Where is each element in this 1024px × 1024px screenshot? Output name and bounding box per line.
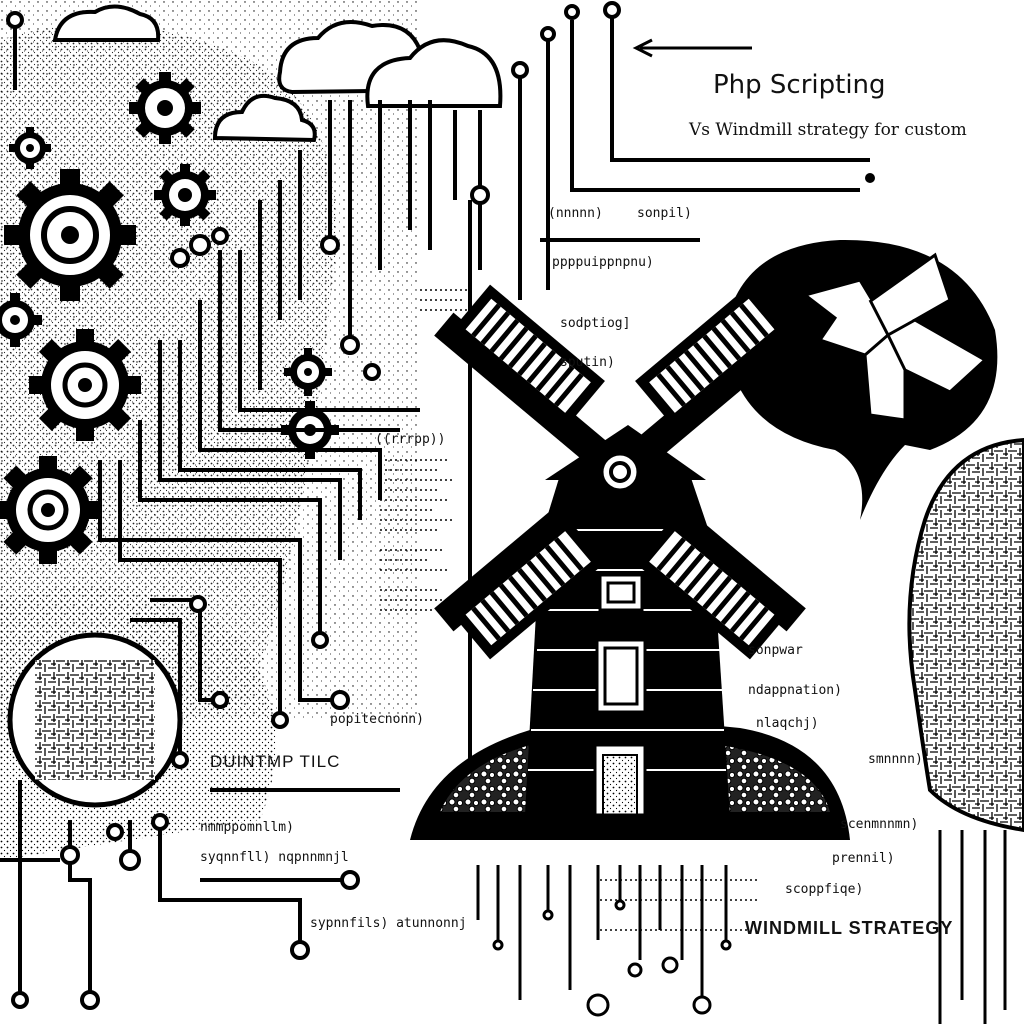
- cloud-icon: [52, 4, 161, 42]
- label: smnnnn): [868, 752, 923, 767]
- label: ppppuippnpnu): [552, 255, 654, 270]
- windmill-window: [598, 573, 644, 612]
- gear-icon: [284, 348, 332, 396]
- gear-icon: [129, 72, 201, 144]
- windmill-icon: [410, 284, 850, 840]
- bottom-circuit: [476, 865, 732, 1017]
- windmill-sails: [434, 284, 806, 660]
- label: syqnnfll) nqpnnmnjl: [200, 850, 349, 865]
- label: scoppfiqe): [785, 882, 864, 897]
- label: sypnnfils) atunnonnj: [310, 916, 467, 931]
- gear-icon: [4, 169, 136, 301]
- page-subtitle: Vs Windmill strategy for custom: [689, 120, 967, 140]
- label: sodptiog]: [560, 316, 631, 331]
- label: scenmnnmn): [840, 817, 919, 832]
- gear-icon: [29, 329, 141, 441]
- gear-icon: [0, 293, 42, 347]
- text-lines: [380, 289, 760, 931]
- circuit-nodes: [6, 1, 621, 1010]
- cloud-icons: [52, 4, 503, 143]
- chip-pattern: [35, 660, 155, 780]
- head-silhouette: [907, 437, 1024, 833]
- cloud-icon: [365, 38, 503, 108]
- circuit-node: [865, 173, 875, 183]
- right-circuit: [938, 830, 1007, 1024]
- label: ((rrrpp)): [375, 432, 446, 447]
- gear-icon: [154, 164, 216, 226]
- label: (nnnnn): [548, 206, 603, 221]
- label: popitecnonn): [330, 712, 424, 727]
- windmill-strategy-label: WINDMILL STRATEGY: [745, 918, 954, 938]
- speech-bubble: [725, 239, 998, 520]
- star-icon: [801, 252, 988, 422]
- label: sonpwar: [748, 643, 803, 658]
- cloud-icon: [212, 93, 317, 143]
- label: nlaqchj): [756, 716, 819, 731]
- label: nmmppomnllm): [200, 820, 294, 835]
- label: sputin): [560, 355, 615, 370]
- label: prennil): [832, 851, 895, 866]
- label: ndappnation): [748, 683, 842, 698]
- page-title: Php Scripting: [713, 70, 886, 100]
- gear-icons: [0, 72, 339, 808]
- label: sonpil): [637, 206, 692, 221]
- arrow-icon: [632, 38, 752, 58]
- circuit-lines: [0, 18, 870, 1000]
- label: DUINTMP TILC: [210, 752, 341, 771]
- gear-icon: [9, 127, 51, 169]
